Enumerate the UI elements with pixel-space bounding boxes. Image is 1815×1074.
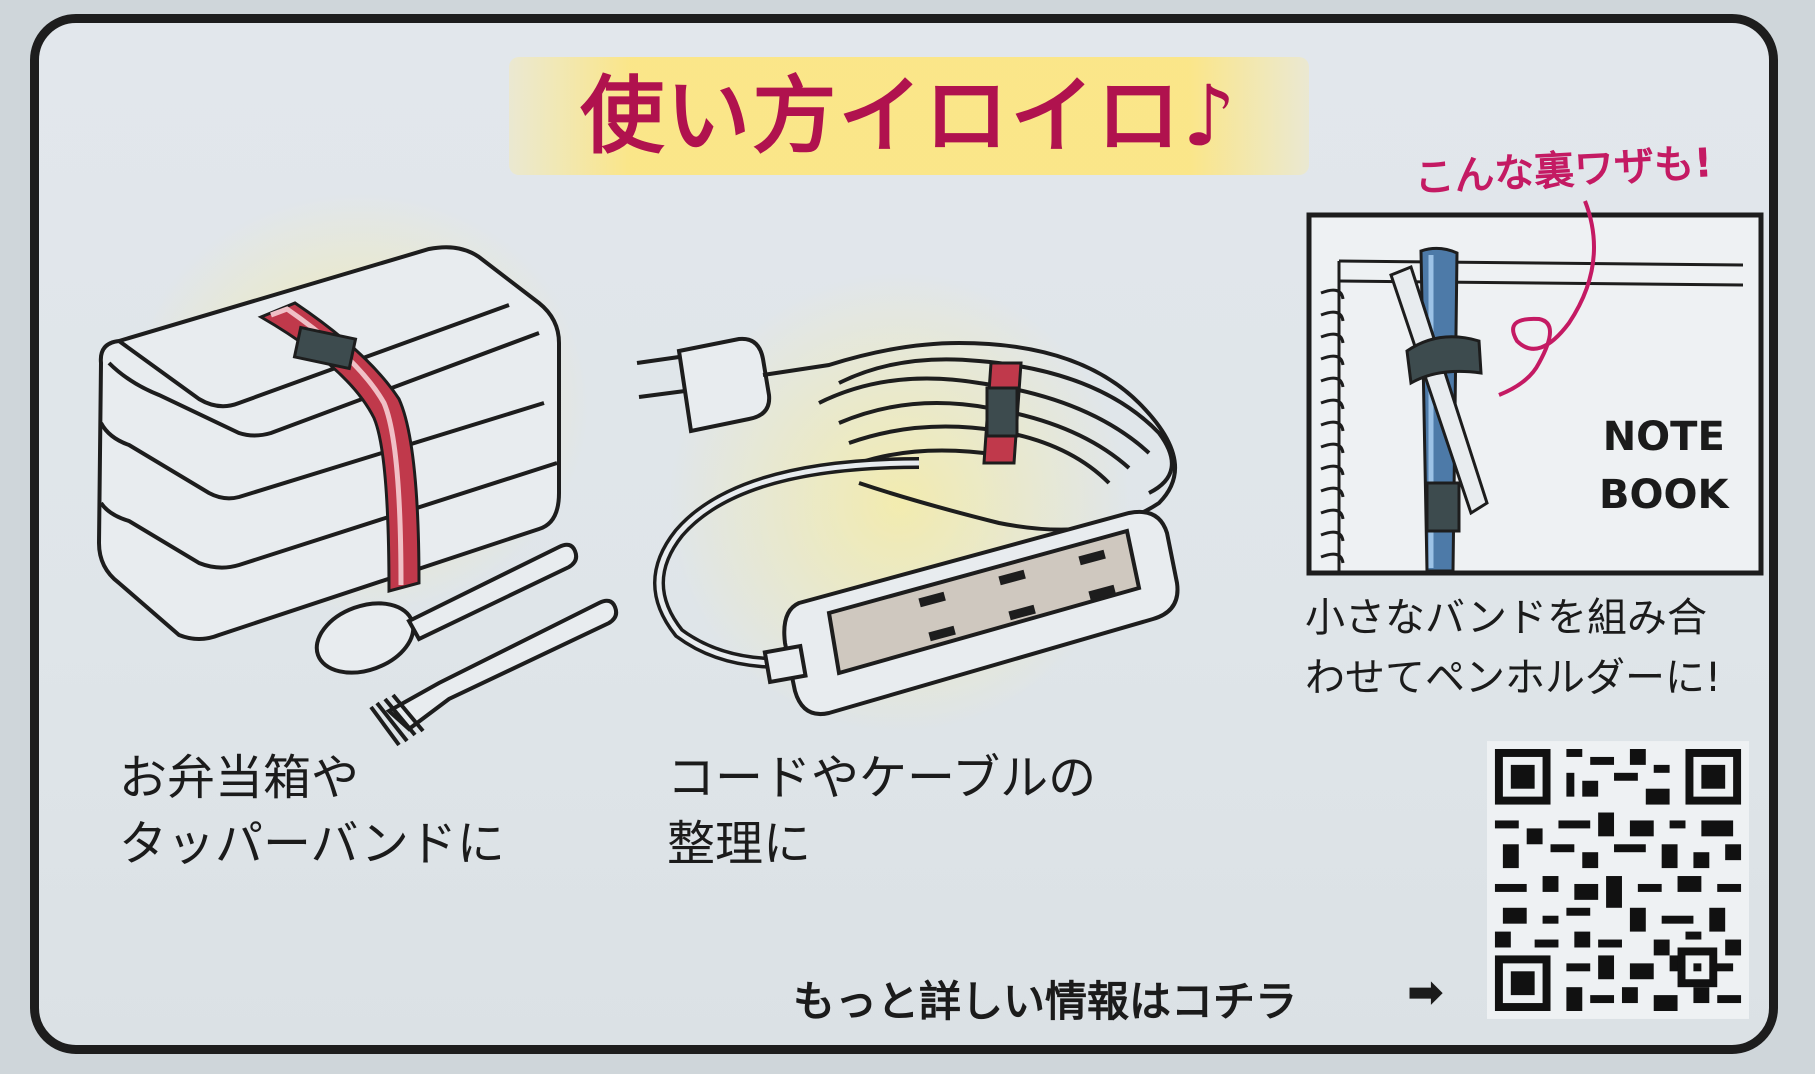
- more-info-text: もっと詳しい情報はコチラ: [793, 977, 1298, 1026]
- cord-caption-line2: 整理に: [667, 816, 812, 872]
- power-strip-illustration: [762, 510, 1180, 716]
- notebook-label: NOTE BOOK: [1599, 408, 1729, 524]
- qr-code[interactable]: [1487, 741, 1749, 1019]
- notebook-label-line2: BOOK: [1599, 472, 1729, 518]
- lunchbox-band: [257, 301, 421, 593]
- pen-caption-line1: 小さなバンドを組み合: [1305, 595, 1707, 641]
- title-highlight: [509, 57, 1309, 175]
- lunchbox-caption: お弁当箱や タッパーバンドに: [119, 745, 505, 877]
- lunchbox-caption-line2: タッパーバンドに: [119, 816, 505, 872]
- page-title: 使い方イロイロ♪: [580, 67, 1238, 165]
- right-arrow-icon: ➡: [1407, 967, 1444, 1018]
- info-card: 使い方イロイロ♪: [30, 14, 1778, 1054]
- pen-caption: 小さなバンドを組み合 わせてペンホルダーに!: [1305, 588, 1721, 708]
- cord-caption-line1: コードやケーブルの: [667, 750, 1097, 806]
- notebook-label-line1: NOTE: [1602, 414, 1725, 460]
- cord-band: [982, 361, 1023, 465]
- lunchbox-illustration: [96, 245, 561, 641]
- cord-illustration: [636, 336, 1177, 669]
- spoon-fork-illustration: [314, 542, 619, 747]
- lunchbox-caption-line1: お弁当箱や: [119, 750, 360, 806]
- cord-caption: コードやケーブルの 整理に: [667, 745, 1096, 877]
- illustrations: [96, 200, 1764, 747]
- notebook-illustration: [1306, 200, 1764, 576]
- pen-caption-line2: わせてペンホルダーに!: [1305, 655, 1722, 701]
